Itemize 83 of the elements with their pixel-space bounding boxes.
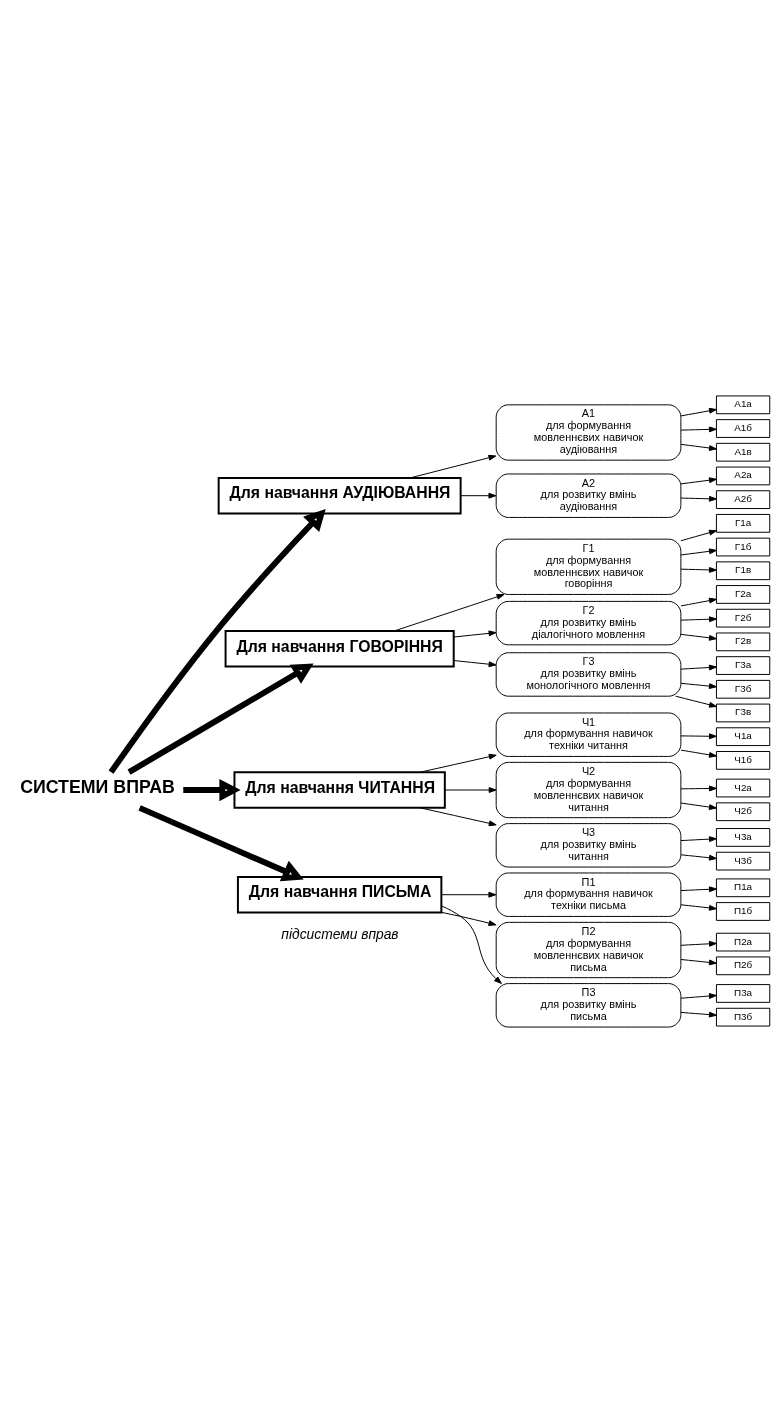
arrow: [419, 753, 497, 773]
node-box: Ч2 для формування мовленнєвих навичок читання: [495, 761, 682, 818]
node-box: Ч2б: [715, 801, 771, 821]
arrow: [108, 508, 326, 774]
arrow: [460, 492, 497, 499]
arrow: [138, 804, 304, 881]
arrow: [680, 547, 717, 555]
node-box: А2б: [715, 489, 771, 509]
arrow: [393, 593, 505, 631]
node-box: Для навчання ПИСЬМА: [236, 875, 443, 913]
arrow: [419, 806, 497, 826]
node-box: Ч1 для формування навичок техніки читання: [495, 712, 682, 757]
arrow: [440, 891, 497, 898]
node-box: П1 для формування навичок техніки письма: [495, 872, 682, 917]
arrow: [409, 454, 497, 478]
node-box: Для навчання АУДІЮВАННЯ: [217, 476, 462, 514]
node-box: Г1в: [715, 560, 771, 580]
arrow: [680, 903, 717, 911]
label: підсистеми вправ: [281, 925, 399, 942]
arrow: [680, 597, 717, 606]
arrow: [680, 958, 717, 965]
arrow: [680, 992, 717, 999]
arrow: [680, 885, 717, 892]
arrow: [680, 407, 717, 416]
arrow: [680, 835, 717, 842]
node-box: Г2в: [715, 632, 771, 651]
arrow: [453, 659, 497, 667]
arrow: [680, 940, 717, 947]
node-box: А1б: [715, 418, 771, 438]
arrow: [680, 495, 717, 502]
node-box: А1а: [715, 394, 771, 414]
arrow: [680, 802, 717, 810]
node-box: Г3в: [715, 703, 771, 722]
node-box: А1 для формування мовленнєвих навичок аудіювання: [495, 403, 682, 461]
node-box: Г2 для розвитку вмінь діалогічного мовлення: [495, 600, 682, 645]
node-box: П3б: [715, 1007, 771, 1027]
arrow: [680, 566, 717, 573]
node-box: А2а: [715, 466, 771, 485]
node-box: П3 для розвитку вмінь письма: [495, 982, 682, 1028]
node-box: Г1а: [715, 513, 771, 533]
arrow: [680, 682, 717, 689]
arrow: [680, 443, 717, 451]
node-box: Г1 для формування мовленнєвих навичок говоріння: [495, 538, 682, 595]
node-box: Г3 для розвитку вмінь монологічного мовлення: [495, 651, 682, 697]
node-box: П1б: [715, 901, 771, 921]
arrow: [441, 904, 502, 984]
arrow: [680, 853, 717, 861]
node-box: П1а: [715, 877, 771, 897]
node-box: П2б: [715, 955, 771, 975]
node-text: СИСТЕМИ ВПРАВ: [20, 776, 175, 797]
node-box: П2а: [715, 932, 771, 951]
node-box: Ч2а: [715, 778, 771, 797]
node-box: Г2а: [715, 584, 771, 604]
node-box: Ч3б: [715, 851, 771, 870]
arrow: [680, 1011, 717, 1018]
node-box: Для навчання ЧИТАННЯ: [233, 770, 446, 809]
node-box: Г1б: [715, 537, 771, 556]
node-box: П3а: [715, 983, 771, 1003]
arrow: [453, 629, 497, 637]
node-box: Для навчання ГОВОРІННЯ: [224, 629, 455, 668]
node-box: Ч3а: [715, 827, 771, 847]
node-box: Г2б: [715, 608, 771, 628]
arrow: [680, 425, 717, 432]
arrow: [680, 732, 717, 739]
arrow: [680, 785, 717, 791]
arrow: [680, 529, 717, 541]
node-box: А1в: [715, 442, 771, 462]
arrow: [441, 911, 497, 926]
arrow: [680, 664, 717, 670]
arrow: [680, 615, 717, 622]
arrow: [680, 749, 717, 758]
arrow: [127, 663, 314, 775]
node-box: Г3б: [715, 679, 771, 699]
node-box: Ч3 для розвитку вмінь читання: [495, 822, 682, 868]
node-box: Ч1а: [715, 726, 771, 746]
node-box: Ч1б: [715, 750, 771, 770]
node-box: Г3а: [715, 655, 771, 675]
arrow: [675, 695, 717, 708]
node-box: А2 для розвитку вмінь аудіювання: [495, 472, 682, 518]
arrow: [680, 633, 717, 641]
arrow: [444, 786, 497, 793]
arrow: [680, 476, 717, 484]
node-box: П2 для формування мовленнєвих навичок письма: [495, 921, 682, 978]
